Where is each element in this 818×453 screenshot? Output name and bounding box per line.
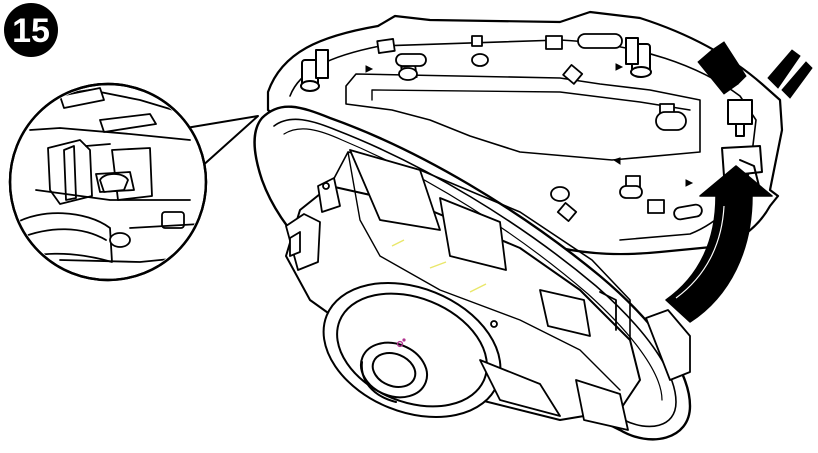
camera-right-details — [322, 182, 691, 431]
mounting-plate-posts — [300, 37, 652, 92]
guide-lines — [391, 239, 487, 293]
camera-lens — [322, 281, 502, 419]
camera-body — [253, 105, 692, 441]
mounting-holes-slot — [395, 33, 703, 221]
camera-clips-left — [285, 177, 341, 271]
step-badge-circle — [4, 3, 58, 57]
rotate-arrow-highlight — [675, 205, 725, 299]
mounting-plate-channel — [345, 73, 701, 161]
callout-circle-border — [8, 82, 208, 282]
mounting-plate-channel-step — [371, 89, 691, 111]
lens-indicator-dot — [396, 340, 404, 348]
camera-housing-edge — [347, 151, 621, 391]
detail-callout — [8, 82, 259, 282]
mounting-plate — [266, 10, 784, 256]
step-number: 15 — [12, 12, 50, 50]
click-marks-icon — [697, 41, 813, 99]
step-badge: 15 — [4, 3, 58, 57]
lens-indicator-dot-2 — [402, 338, 406, 342]
camera-rim-inner — [273, 118, 677, 428]
camera-housing — [285, 185, 641, 421]
camera-fins — [349, 149, 507, 271]
callout-content — [13, 87, 201, 263]
plate-arrow-markers — [365, 63, 694, 187]
